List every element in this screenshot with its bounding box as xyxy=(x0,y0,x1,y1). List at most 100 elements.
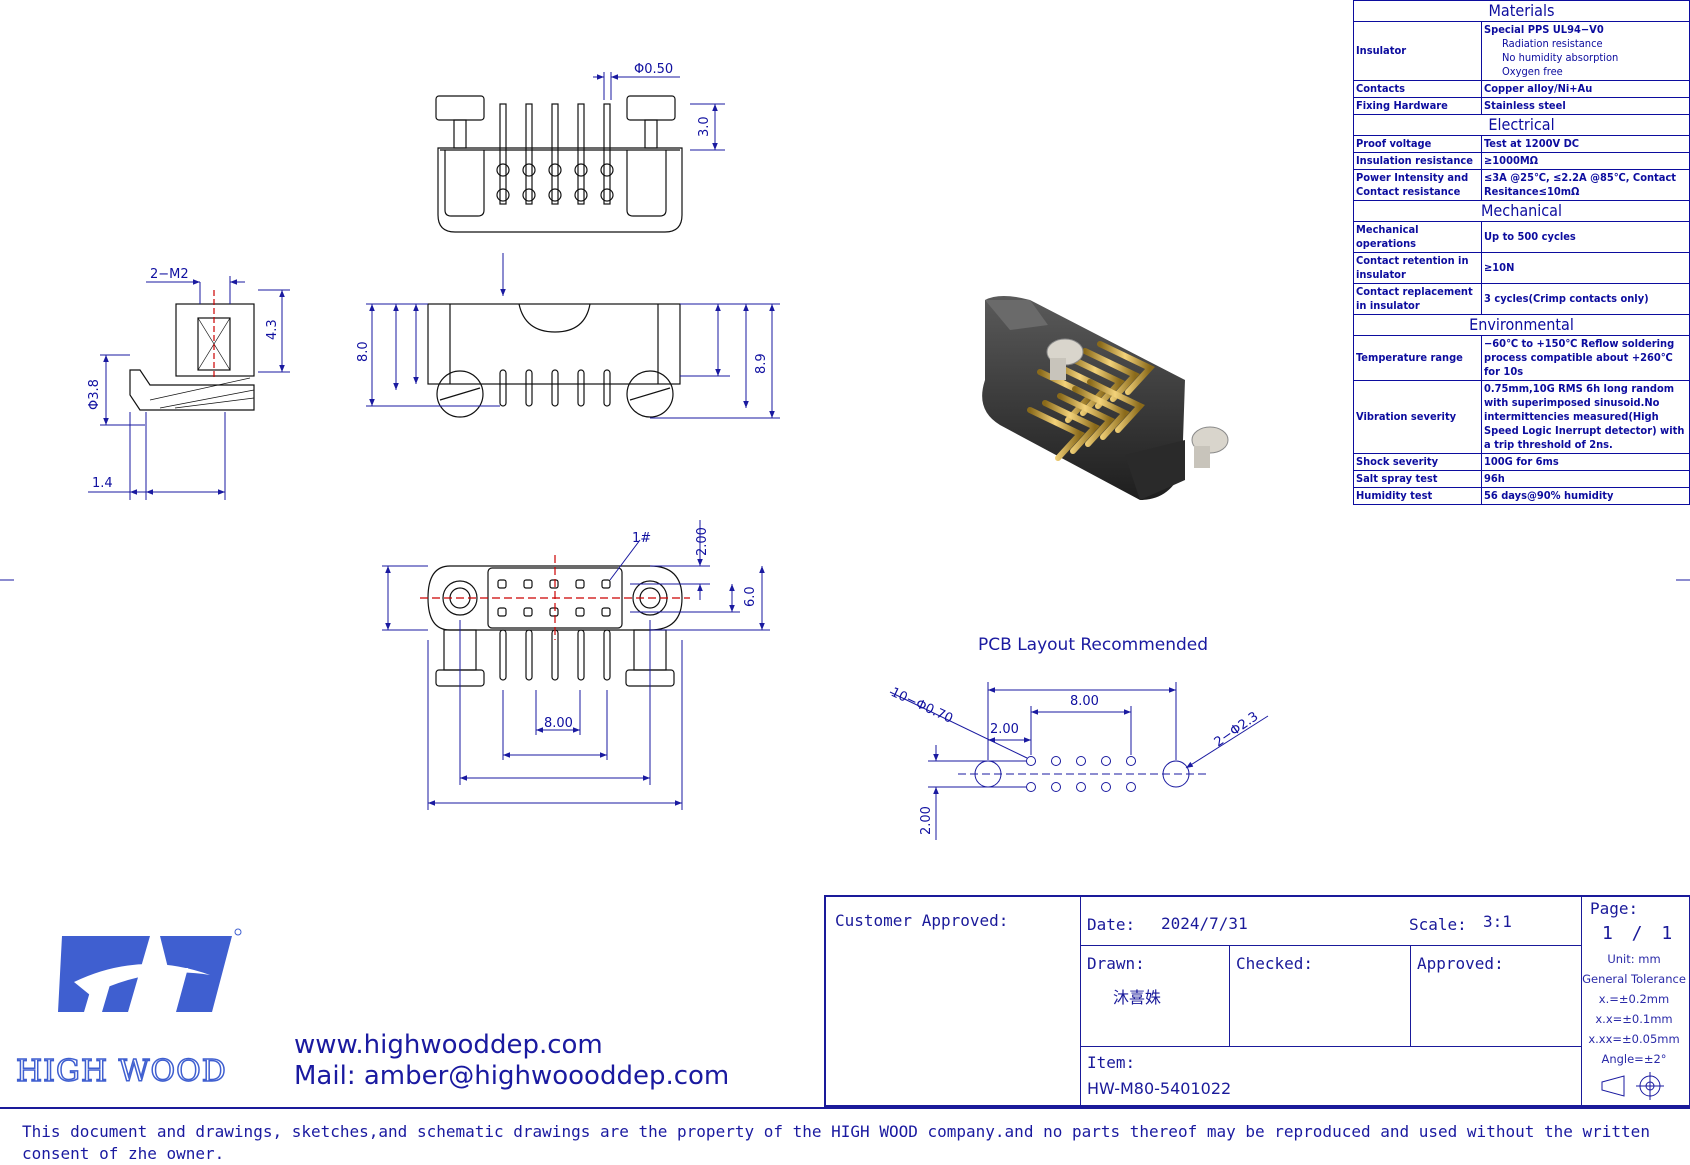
bottom-view-dims xyxy=(382,520,770,810)
vib-label: Vibration severity xyxy=(1353,380,1482,454)
page-cell: Page: 1 / 1 Unit: mm General Tolerance x… xyxy=(1581,896,1690,1106)
side-view-dims xyxy=(88,276,290,500)
insulator-label: Insulator xyxy=(1353,21,1482,81)
humid-label: Humidity test xyxy=(1353,487,1482,505)
retention-label: Contact retention in insulator xyxy=(1353,252,1482,284)
front-view xyxy=(427,303,681,418)
power-value: ≤3A @25℃, ≤2.2A @85℃, Contact Resitance≤… xyxy=(1481,169,1690,201)
dim-side-height: 4.3 xyxy=(265,319,280,340)
contacts-label: Contacts xyxy=(1353,80,1482,98)
ops-value: Up to 500 cycles xyxy=(1481,221,1690,253)
fixing-value: Stainless steel xyxy=(1481,97,1690,115)
top-view-dims xyxy=(593,72,725,151)
dim-pcb-large-holes: 2−Φ2.3 xyxy=(1212,709,1262,750)
contacts-value: Copper alloy/Ni+Au xyxy=(1481,80,1690,98)
drawn-cell: Drawn: 沐喜姝 xyxy=(1080,945,1230,1047)
power-label: Power Intensity and Contact resistance xyxy=(1353,169,1482,201)
dim-pcb-span: 8.00 xyxy=(1070,694,1099,709)
tolerance-block: Unit: mm General Tolerance x.=±0.2mm x.x… xyxy=(1582,949,1686,1069)
top-view xyxy=(435,95,683,233)
shock-label: Shock severity xyxy=(1353,453,1482,471)
date-cell: Date: 2024/7/31 Scale: 3:1 xyxy=(1080,896,1582,946)
approved-cell: Approved: xyxy=(1410,945,1582,1047)
disclaimer-text: This document and drawings, sketches,and… xyxy=(22,1122,1650,1163)
dim-pin-height: 3.0 xyxy=(697,116,712,137)
dim-pcb-pitch-y: 2.00 xyxy=(919,806,934,835)
dim-pin-span: 8.00 xyxy=(544,716,573,731)
temp-label: Temperature range xyxy=(1353,335,1482,381)
retention-value: ≥10N xyxy=(1481,252,1690,284)
brand-name: HIGH WOOD xyxy=(15,1053,227,1090)
item-label: Item: xyxy=(1087,1053,1136,1072)
salt-value: 96h xyxy=(1481,470,1690,488)
insres-label: Insulation resistance xyxy=(1353,152,1482,170)
insulator-sub-1: Radiation resistance xyxy=(1502,37,1603,50)
angle-tolerance: Angle=±2° xyxy=(1601,1052,1667,1066)
pcb-layout-title: PCB Layout Recommended xyxy=(978,635,1208,655)
customer-approved-label: Customer Approved: xyxy=(835,911,1009,930)
humid-value: 56 days@90% humidity xyxy=(1481,487,1690,505)
side-view xyxy=(129,290,255,411)
page-value: 1 / 1 xyxy=(1602,923,1673,944)
spec-table: Materials Insulator Special PPS UL94−V0 … xyxy=(1353,0,1690,505)
dim-hole-dia: Φ3.8 xyxy=(87,379,102,410)
dim-offset: 1.4 xyxy=(92,476,113,491)
dim-thread: 2−M2 xyxy=(150,267,189,282)
fixing-label: Fixing Hardware xyxy=(1353,97,1482,115)
dim-pitch-vertical: 2.00 xyxy=(695,527,710,556)
insulator-value: Special PPS UL94−V0 xyxy=(1484,23,1604,36)
mechanical-heading: Mechanical xyxy=(1353,200,1690,222)
date-value: 2024/7/31 xyxy=(1161,914,1248,933)
checked-cell: Checked: xyxy=(1229,945,1411,1047)
projection-symbol-icon xyxy=(1601,1072,1664,1100)
page-label: Page: xyxy=(1590,899,1639,918)
dim-front-height-right: 8.9 xyxy=(754,353,769,374)
approved-label: Approved: xyxy=(1417,954,1504,973)
electrical-heading: Electrical xyxy=(1353,114,1690,136)
drawn-value: 沐喜姝 xyxy=(1113,988,1162,1007)
item-value: HW-M80-5401022 xyxy=(1087,1079,1232,1098)
shock-value: 100G for 6ms xyxy=(1481,453,1690,471)
dim-bottom-width: 6.0 xyxy=(743,586,758,607)
date-label: Date: xyxy=(1087,915,1136,934)
scale-value: 3:1 xyxy=(1483,912,1512,931)
high-wood-logo xyxy=(58,928,242,1012)
vib-value: 0.75mm,10G RMS 6h long random with super… xyxy=(1481,380,1690,454)
dim-pin-dia: Φ0.50 xyxy=(634,62,673,77)
mail-link[interactable]: Mail: amber@highwoooddep.com xyxy=(294,1061,730,1091)
item-cell: Item: HW-M80-5401022 xyxy=(1080,1046,1582,1106)
insulator-value-cell: Special PPS UL94−V0 Radiation resistance… xyxy=(1481,21,1690,81)
materials-heading: Materials xyxy=(1353,0,1690,22)
tolerance-2: x.x=±0.1mm xyxy=(1595,1012,1673,1026)
title-block: Customer Approved: Date: 2024/7/31 Scale… xyxy=(824,895,1690,1107)
bottom-view xyxy=(420,555,690,687)
insulator-sub-2: No humidity absorption xyxy=(1502,51,1619,64)
dim-pcb-pitch-x: 2.00 xyxy=(990,722,1019,737)
connector-3d-render xyxy=(982,296,1229,500)
front-view-dims xyxy=(366,253,780,419)
drawn-label: Drawn: xyxy=(1087,954,1145,973)
website-link[interactable]: www.highwooddep.com xyxy=(294,1030,603,1060)
scale-label: Scale: xyxy=(1409,915,1467,934)
proof-label: Proof voltage xyxy=(1353,135,1482,153)
replacement-value: 3 cycles(Crimp contacts only) xyxy=(1481,283,1690,315)
footer-divider xyxy=(0,1107,1690,1109)
salt-label: Salt spray test xyxy=(1353,470,1482,488)
tolerance-3: x.xx=±0.05mm xyxy=(1588,1032,1680,1046)
dim-pcb-small-holes: 10−Φ0.70 xyxy=(888,685,955,727)
insulator-sub-3: Oxygen free xyxy=(1502,65,1563,78)
checked-label: Checked: xyxy=(1236,954,1314,973)
ops-label: Mechanical operations xyxy=(1353,221,1482,253)
insres-value: ≥1000MΩ xyxy=(1481,152,1690,170)
tolerance-1: x.=±0.2mm xyxy=(1598,992,1670,1006)
proof-value: Test at 1200V DC xyxy=(1481,135,1690,153)
unit-label: Unit: mm xyxy=(1607,952,1661,966)
pcb-layout xyxy=(889,682,1269,840)
replacement-label: Contact replacement in insulator xyxy=(1353,283,1482,315)
general-tolerance-label: General Tolerance xyxy=(1582,972,1686,986)
dim-front-height: 8.0 xyxy=(356,341,371,362)
customer-approved-cell: Customer Approved: xyxy=(825,896,1081,1106)
temp-value: −60℃ to +150℃ Reflow soldering process c… xyxy=(1481,335,1690,381)
environmental-heading: Environmental xyxy=(1353,314,1690,336)
